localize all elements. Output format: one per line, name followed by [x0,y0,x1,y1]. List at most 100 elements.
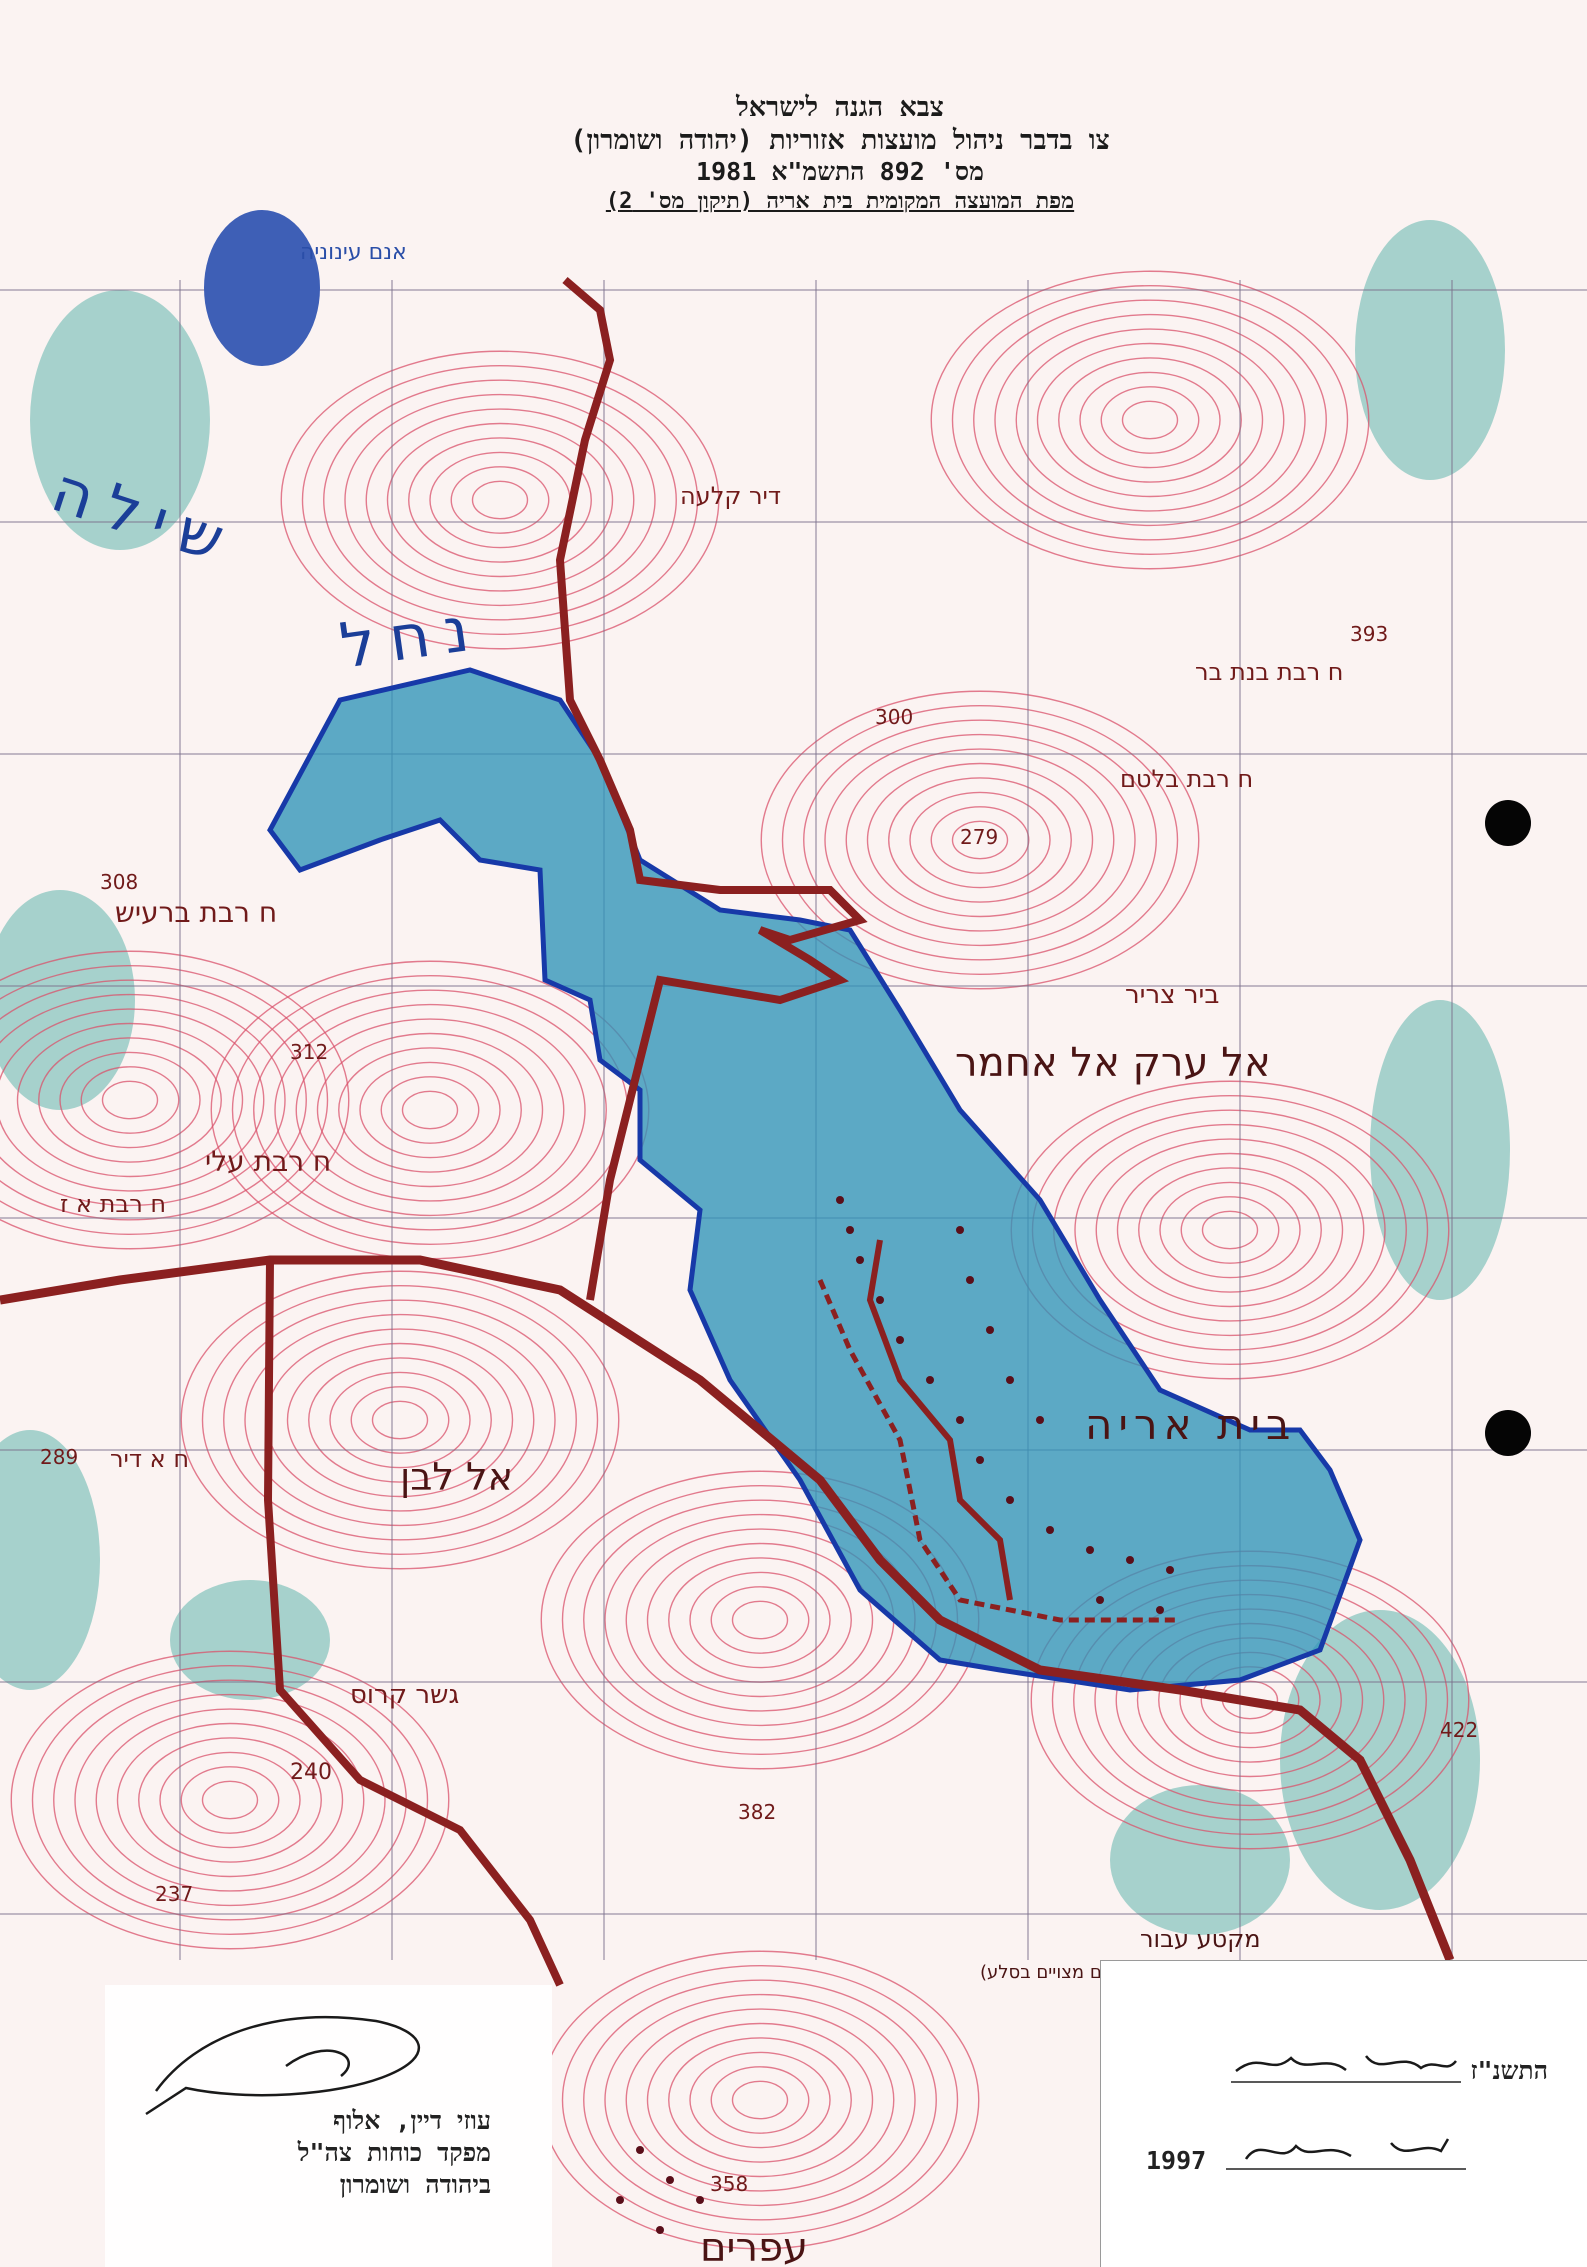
contour-line [101,1080,159,1120]
label-bir-tzirin: ביר צריר [1125,980,1220,1010]
settlement-dot [636,2146,644,2154]
contour-line [380,1076,480,1144]
settlement-dot [616,2196,624,2204]
contour-line [253,989,607,1231]
contour-line [95,1708,365,1892]
signature-block-commander: עוזי דיין, אלוף מפקד כוחות צה"ל ביהודה ו… [105,1985,552,2267]
label-deir-qalaa: דיר קלעה [680,482,782,510]
elevation-289: 289 [40,1445,79,1469]
settlement-dot [856,1256,864,1264]
contour-line [38,1037,222,1163]
settlement-dot [986,1326,994,1334]
contour-line [301,365,699,636]
settlement-dot [1166,1566,1174,1574]
elevation-240: 240 [290,1760,332,1785]
settlement-dot [696,2196,704,2204]
contour-line [359,1061,501,1159]
contour-line [329,1371,471,1469]
vegetation-patch [1355,220,1505,480]
contour-line [1138,1167,1322,1293]
contour-line [116,1722,344,1878]
contour-line [1036,342,1264,498]
settlement-dot [896,1336,904,1344]
label-ofarim: עפרים [700,2225,809,2267]
contour-line [1058,357,1242,483]
contour-line [59,1051,201,1149]
contour-line [0,993,286,1207]
contour-line [1116,1152,1344,1308]
contour-line [909,791,1051,889]
contour-line [450,466,550,534]
contour-line [951,285,1349,556]
contour-line [1159,1181,1301,1279]
commander-title: מפקד כוחות צה"ל [297,2138,491,2167]
binder-hole-bottom [1485,1410,1531,1456]
contour-line [274,1003,586,1217]
settlement-dot [1096,1596,1104,1604]
commander-region: ביהודה ושומרון [339,2170,491,2199]
settlement-dot [976,1456,984,1464]
contour-line [731,1600,789,1640]
label-khirbet-adir: ח א דיר [110,1445,189,1473]
council-boundary-area [267,667,1363,1693]
contour-line [646,1542,874,1698]
vegetation-areas [0,220,1510,1935]
contour-line [10,1650,450,1950]
settlement-dot [1036,1416,1044,1424]
contour-line [1121,400,1179,440]
contour-line [371,1400,429,1440]
contour-line [1015,328,1285,512]
contour-line [689,2051,831,2149]
contour-line [344,393,656,607]
vegetation-patch [0,890,135,1110]
contour-line [625,2008,895,2192]
settlement-dot [656,2226,664,2234]
vegetation-patch [1280,1610,1480,1910]
label-al-luban: אל לבן [400,1455,513,1499]
contour-line [731,2080,789,2120]
contour-line [16,1022,244,1178]
contour-line [74,1693,386,1907]
vegetation-patch [1370,1000,1510,1300]
contour-line [316,1032,544,1188]
contour-line [0,950,350,1250]
vegetation-patch [1110,1785,1290,1935]
elevation-308: 308 [100,870,139,894]
contour-line [604,1993,916,2207]
contour-line [408,437,592,563]
settlement-dot [956,1416,964,1424]
settlement-dot [926,1376,934,1384]
elevation-422: 422 [1440,1718,1479,1742]
commander-name: עוזי דיין, אלוף [333,2106,491,2135]
elevation-300: 300 [875,705,914,729]
contour-line [689,1571,831,1669]
settlement-dot [1126,1556,1134,1564]
contour-line [31,1664,429,1935]
contour-line [201,1284,599,1555]
contour-line [365,408,635,592]
contour-line [280,350,720,650]
contour-line [866,762,1094,918]
date-hebrew-year-label: התשנ"ז [1470,2056,1548,2085]
contour-line [338,1047,522,1173]
contour-line [386,422,614,578]
contour-line [0,965,329,1235]
contour-line [583,1979,937,2221]
contour-line [973,299,1327,541]
settlement-dot [1156,1606,1164,1614]
contour-line [180,1270,620,1570]
contour-line [350,1386,450,1454]
contour-line [401,1090,459,1130]
settlement-dot [1006,1496,1014,1504]
contour-line [951,820,1009,860]
contour-line [888,777,1072,903]
label-khirbet-aiz: ח רבת א ז [60,1190,167,1218]
roads [0,276,1455,1987]
contour-line [1100,386,1200,454]
contour-line [668,2037,852,2163]
contour-line [323,379,677,621]
contour-line [646,2022,874,2178]
settlement-dot [1006,1376,1014,1384]
contour-line [138,1737,322,1863]
